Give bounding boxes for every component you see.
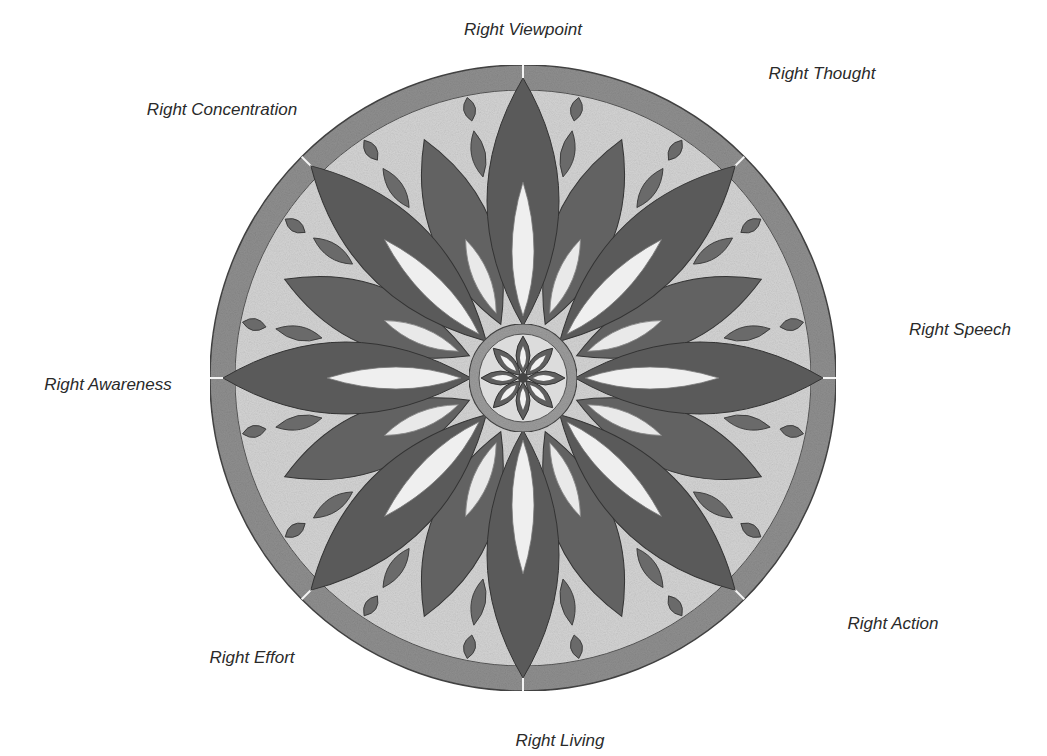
path-label: Right Effort bbox=[209, 648, 294, 668]
edge-almonds bbox=[241, 96, 804, 659]
path-label: Right Awareness bbox=[44, 375, 172, 395]
outer-ring bbox=[210, 65, 836, 691]
secondary-petals bbox=[273, 128, 773, 628]
path-label: Right Thought bbox=[769, 64, 876, 84]
path-label: Right Concentration bbox=[147, 100, 297, 120]
path-label: Right Speech bbox=[909, 320, 1011, 340]
path-label: Right Living bbox=[516, 731, 605, 751]
small-almonds bbox=[274, 129, 771, 626]
mandala bbox=[210, 65, 836, 691]
path-label: Right Action bbox=[847, 614, 938, 634]
main-petals bbox=[223, 78, 823, 678]
center-medallion bbox=[469, 324, 577, 432]
ring-dividers bbox=[210, 65, 836, 691]
path-label: Right Viewpoint bbox=[464, 20, 582, 40]
